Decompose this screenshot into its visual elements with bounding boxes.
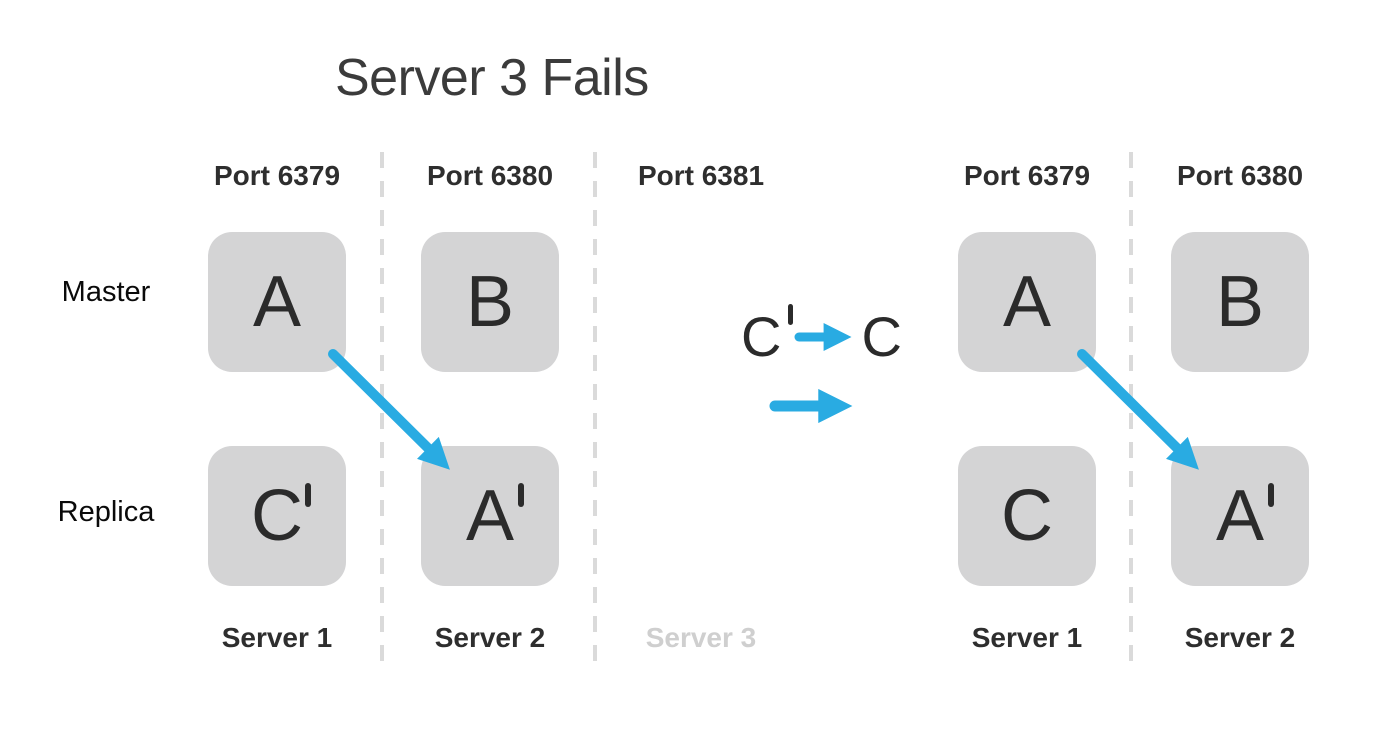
dashed-separator — [593, 152, 597, 664]
node-box-replica-a-prime-left: A — [421, 446, 559, 586]
node-box-replica-a-prime-right: A — [1171, 446, 1309, 586]
node-letter: A — [1215, 476, 1265, 556]
promotion-annotation: C C — [741, 304, 902, 368]
node-letter: A — [465, 476, 515, 556]
node-letter: C — [251, 476, 303, 556]
prime-mark — [305, 483, 311, 507]
server-label-right-2: Server 2 — [1184, 622, 1296, 653]
port-label-left-6379: Port 6379 — [213, 160, 341, 191]
server-label-left-3-failed: Server 3 — [645, 622, 757, 653]
promotion-to-letter: C — [861, 305, 902, 368]
server-label-right-1: Server 1 — [971, 622, 1083, 653]
master-row-label: Master — [61, 276, 151, 308]
prime-mark — [518, 483, 524, 507]
replica-row-label: Replica — [57, 496, 155, 528]
node-letter: C — [1001, 476, 1053, 556]
server-label-left-2: Server 2 — [434, 622, 546, 653]
transition-arrow-icon — [769, 388, 853, 424]
port-label-left-6381: Port 6381 — [637, 160, 765, 191]
prime-mark — [1268, 483, 1274, 507]
port-label-right-6380: Port 6380 — [1176, 160, 1304, 191]
node-box-replica-c-right: C — [958, 446, 1096, 586]
prime-mark — [788, 304, 794, 325]
node-letter: B — [1215, 262, 1265, 342]
node-box-master-b-left: B — [421, 232, 559, 372]
dashed-separator — [1129, 152, 1133, 664]
promotion-arrow-icon — [794, 323, 852, 351]
node-box-master-b-right: B — [1171, 232, 1309, 372]
dashed-separator — [380, 152, 384, 664]
node-letter: A — [1002, 262, 1052, 342]
node-box-master-a-right: A — [958, 232, 1096, 372]
diagram-title: Server 3 Fails — [335, 49, 649, 107]
node-letter: A — [252, 262, 302, 342]
port-label-right-6379: Port 6379 — [963, 160, 1091, 191]
promotion-from-letter: C — [741, 304, 794, 365]
node-box-replica-c-prime-left: C — [208, 446, 346, 586]
node-box-master-a-left: A — [208, 232, 346, 372]
server-label-left-1: Server 1 — [221, 622, 333, 653]
node-letter: B — [465, 262, 515, 342]
port-label-left-6380: Port 6380 — [426, 160, 554, 191]
